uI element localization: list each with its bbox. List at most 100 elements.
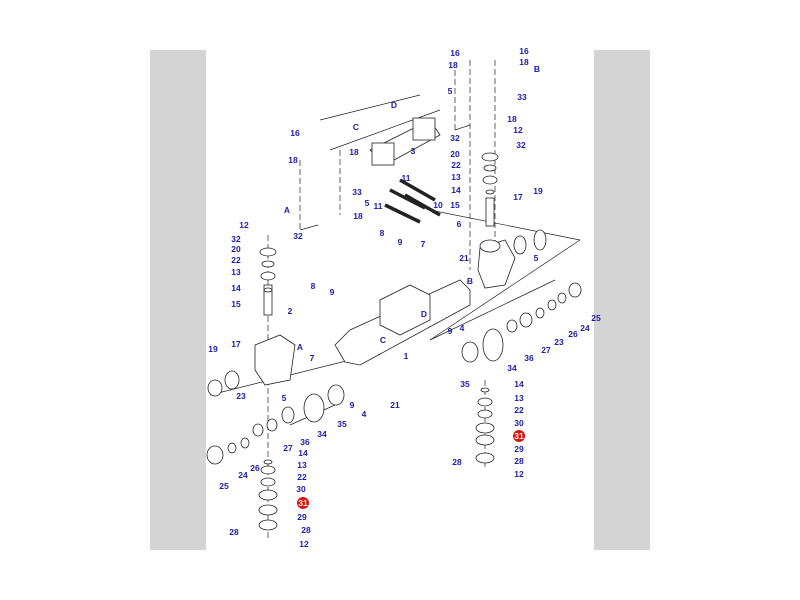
part-number: 17 xyxy=(231,339,241,349)
part-label-10: 10 xyxy=(433,200,443,210)
part-number: 22 xyxy=(297,472,307,482)
part-number: 35 xyxy=(460,379,470,389)
part-label-35: 35 xyxy=(337,419,347,429)
part-label-36: 36 xyxy=(524,353,534,363)
part-number: 22 xyxy=(451,160,461,170)
part-number: 16 xyxy=(450,48,460,58)
part-label-31: 31 xyxy=(297,497,309,509)
part-label-4: 4 xyxy=(362,409,367,419)
part-number: 27 xyxy=(541,345,551,355)
part-label-5: 5 xyxy=(365,198,370,208)
part-label-27: 27 xyxy=(283,443,293,453)
part-number: 28 xyxy=(452,457,462,467)
part-label-12: 12 xyxy=(513,125,523,135)
part-number: 20 xyxy=(231,244,241,254)
part-label-B: B xyxy=(534,64,540,74)
part-number: 13 xyxy=(451,172,461,182)
bolt xyxy=(399,178,436,202)
washer-seal xyxy=(260,271,276,281)
part-number: 32 xyxy=(293,231,303,241)
part-label-28: 28 xyxy=(452,457,462,467)
part-label-16: 16 xyxy=(519,46,529,56)
part-number: 21 xyxy=(390,400,400,410)
part-number: 7 xyxy=(310,353,315,363)
washer-seal xyxy=(258,489,278,501)
washer-seal xyxy=(480,387,490,393)
part-label-25: 25 xyxy=(591,313,601,323)
part-number: 13 xyxy=(297,460,307,470)
bolt xyxy=(389,188,426,210)
part-label-17: 17 xyxy=(231,339,241,349)
king-pin xyxy=(485,197,495,227)
part-label-21: 21 xyxy=(390,400,400,410)
part-number: 18 xyxy=(349,147,359,157)
part-number: 26 xyxy=(568,329,578,339)
cylinder-block xyxy=(371,142,395,166)
washer-seal xyxy=(475,452,495,464)
part-number: 9 xyxy=(448,326,453,336)
part-number: 35 xyxy=(337,419,347,429)
washer-seal xyxy=(240,437,250,449)
part-label-26: 26 xyxy=(250,463,260,473)
part-label-5: 5 xyxy=(534,253,539,263)
part-label-18: 18 xyxy=(288,155,298,165)
part-number: 34 xyxy=(317,429,327,439)
part-label-1: 1 xyxy=(404,351,409,361)
part-label-32: 32 xyxy=(450,133,460,143)
part-label-18: 18 xyxy=(349,147,359,157)
part-number: 4 xyxy=(362,409,367,419)
washer-seal xyxy=(461,341,479,363)
washer-seal xyxy=(252,423,264,437)
part-number: 23 xyxy=(236,391,246,401)
washer-seal xyxy=(557,292,567,304)
part-label-16: 16 xyxy=(290,128,300,138)
part-number: 11 xyxy=(374,201,383,211)
washer-seal xyxy=(263,287,273,293)
part-number: 12 xyxy=(299,539,309,549)
part-label-14: 14 xyxy=(514,379,524,389)
part-label-15: 15 xyxy=(450,200,460,210)
part-label-22: 22 xyxy=(514,405,524,415)
part-number: 27 xyxy=(283,443,293,453)
washer-seal xyxy=(568,282,582,298)
cylinder-block xyxy=(412,117,436,141)
part-number: 3 xyxy=(411,146,416,156)
washer-seal xyxy=(475,422,495,434)
leader-line xyxy=(299,224,319,231)
washer-seal xyxy=(482,328,504,362)
part-label-22: 22 xyxy=(231,255,241,265)
part-number: 33 xyxy=(352,187,362,197)
part-number: 30 xyxy=(296,484,306,494)
part-number: 32 xyxy=(450,133,460,143)
part-label-20: 20 xyxy=(450,149,460,159)
part-label-35: 35 xyxy=(460,379,470,389)
washer-seal xyxy=(258,519,278,531)
part-number: 17 xyxy=(513,192,523,202)
part-label-9: 9 xyxy=(448,326,453,336)
part-label-30: 30 xyxy=(514,418,524,428)
part-label-36: 36 xyxy=(300,437,310,447)
part-number: 14 xyxy=(451,185,461,195)
part-label-7: 7 xyxy=(310,353,315,363)
part-label-B: B xyxy=(467,276,473,286)
part-label-4: 4 xyxy=(460,323,465,333)
washer-seal xyxy=(266,418,278,432)
part-label-34: 34 xyxy=(507,363,517,373)
part-number: 12 xyxy=(514,469,524,479)
washer-seal xyxy=(206,445,224,465)
part-label-D: D xyxy=(391,100,397,110)
part-label-7: 7 xyxy=(421,239,426,249)
part-label-14: 14 xyxy=(451,185,461,195)
part-label-24: 24 xyxy=(238,470,248,480)
leader-line xyxy=(429,209,581,241)
part-label-12: 12 xyxy=(514,469,524,479)
part-number: 14 xyxy=(231,283,241,293)
part-number: 19 xyxy=(533,186,543,196)
housing-bracket xyxy=(379,284,431,336)
part-label-26: 26 xyxy=(568,329,578,339)
washer-seal xyxy=(533,229,547,251)
part-label-18: 18 xyxy=(519,57,529,67)
part-number: 6 xyxy=(457,219,462,229)
highlight-marker xyxy=(297,497,309,509)
part-label-29: 29 xyxy=(514,444,524,454)
